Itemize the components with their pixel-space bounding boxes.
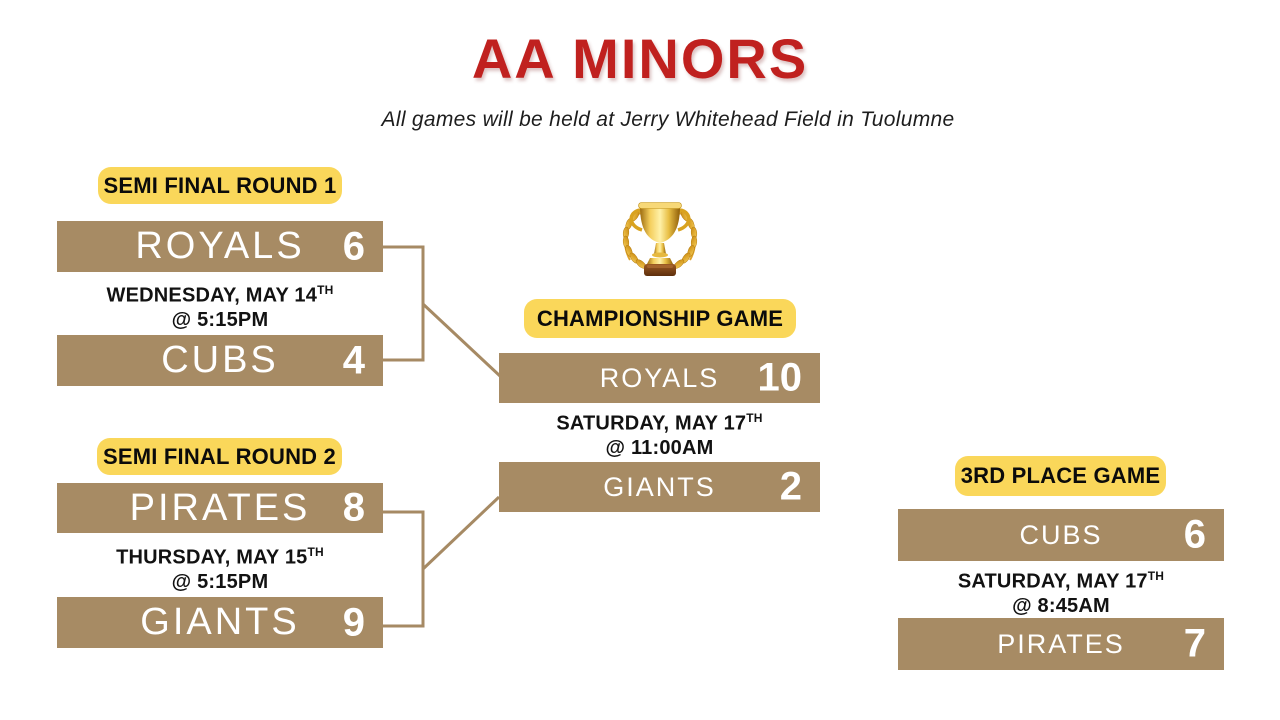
team-bar-royals-sf1: ROYALS 6 bbox=[57, 221, 383, 272]
schedule-day-suffix: TH bbox=[307, 545, 324, 559]
team-bar-cubs-sf1: CUBS 4 bbox=[57, 335, 383, 386]
team-name: PIRATES bbox=[129, 486, 311, 529]
team-name: PIRATES bbox=[997, 628, 1125, 659]
page-subtitle: All games will be held at Jerry Whitehea… bbox=[381, 108, 955, 131]
schedule-day: WEDNESDAY, MAY 14 bbox=[106, 284, 318, 307]
third-place-label-badge: 3RD PLACE GAME bbox=[955, 456, 1166, 496]
team-score: 10 bbox=[757, 355, 803, 400]
team-score: 7 bbox=[1183, 621, 1206, 666]
third-place-schedule: SATURDAY, MAY 17TH @ 8:45AM bbox=[898, 564, 1224, 618]
team-score: 9 bbox=[342, 600, 365, 644]
schedule-day: THURSDAY, MAY 15 bbox=[116, 546, 308, 569]
schedule-day: SATURDAY, MAY 17 bbox=[556, 412, 747, 435]
page-title: AA MINORS bbox=[471, 27, 809, 90]
schedule-time: @ 5:15PM bbox=[171, 308, 269, 331]
team-bar-cubs-third: CUBS 6 bbox=[898, 509, 1224, 561]
schedule-day: SATURDAY, MAY 17 bbox=[957, 570, 1148, 593]
team-bar-pirates-third: PIRATES 7 bbox=[898, 618, 1224, 670]
team-score: 4 bbox=[342, 338, 365, 382]
schedule-time: @ 8:45AM bbox=[1012, 594, 1110, 617]
team-name: CUBS bbox=[161, 339, 279, 381]
team-name: ROYALS bbox=[599, 362, 720, 393]
team-bar-giants-sf2: GIANTS 9 bbox=[57, 597, 383, 648]
team-score: 6 bbox=[342, 224, 365, 268]
team-name: ROYALS bbox=[135, 225, 305, 267]
team-score: 8 bbox=[342, 485, 365, 530]
team-score: 2 bbox=[779, 464, 802, 509]
schedule-day-suffix: TH bbox=[1147, 569, 1165, 583]
team-bar-royals-final: ROYALS 10 bbox=[499, 353, 820, 403]
semifinal-1-label-badge: SEMI FINAL ROUND 1 bbox=[98, 167, 342, 204]
team-bar-giants-final: GIANTS 2 bbox=[499, 462, 820, 512]
semifinal-2-label-badge: SEMI FINAL ROUND 2 bbox=[97, 438, 342, 475]
trophy-icon bbox=[621, 202, 699, 276]
schedule-time: @ 11:00AM bbox=[605, 436, 714, 459]
schedule-day-suffix: TH bbox=[746, 411, 763, 425]
team-name: GIANTS bbox=[140, 601, 300, 643]
semifinal-1-schedule: WEDNESDAY, MAY 14TH @ 5:15PM bbox=[57, 278, 383, 332]
schedule-day-suffix: TH bbox=[317, 283, 334, 297]
semifinal-2-schedule: THURSDAY, MAY 15TH @ 5:15PM bbox=[57, 540, 383, 594]
team-bar-pirates-sf2: PIRATES 8 bbox=[57, 483, 383, 533]
championship-label-badge: CHAMPIONSHIP GAME bbox=[524, 299, 796, 338]
team-name: CUBS bbox=[1019, 519, 1103, 550]
championship-schedule: SATURDAY, MAY 17TH @ 11:00AM bbox=[499, 406, 820, 460]
schedule-time: @ 5:15PM bbox=[171, 570, 269, 593]
team-name: GIANTS bbox=[603, 471, 716, 502]
team-score: 6 bbox=[1183, 512, 1206, 557]
